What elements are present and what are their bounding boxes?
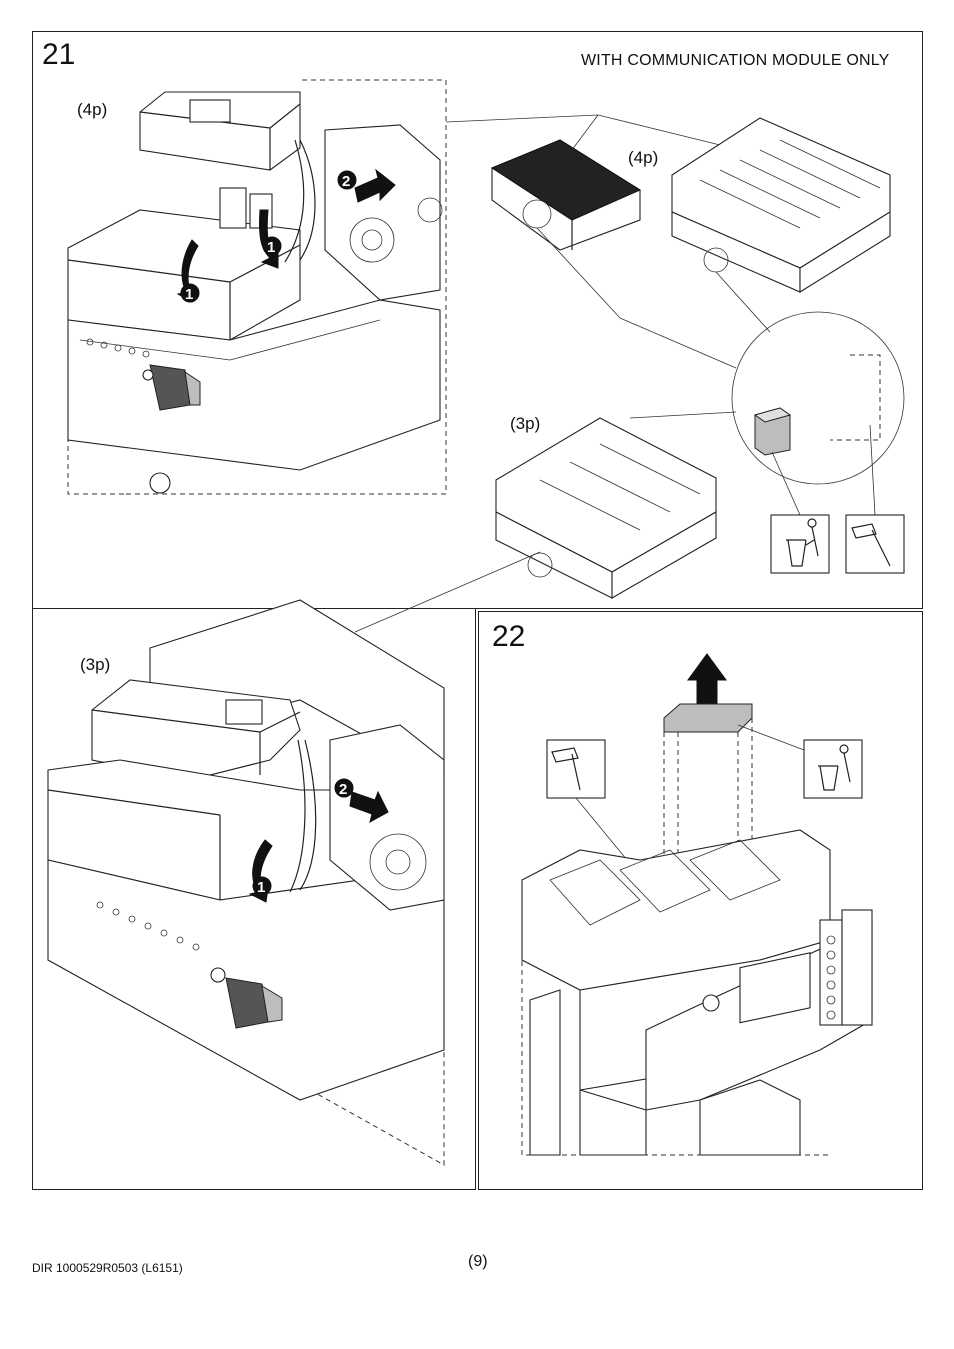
step-marker-1c: 1 [257, 879, 265, 896]
hammer-icon [845, 514, 905, 574]
step-21-lower-frame [32, 608, 476, 1190]
label-4p-right: (4p) [628, 148, 659, 167]
step-21-frame [32, 31, 923, 609]
trash-can-icon [770, 514, 830, 574]
step-marker-1a: 1 [267, 239, 275, 256]
document-reference: DIR 1000529R0503 (L6151) [32, 1261, 183, 1275]
step-marker-2b: 2 [339, 781, 347, 798]
cover-parts-drawing [354, 114, 905, 633]
label-3p-right: (3p) [510, 414, 541, 433]
step-marker-2a: 2 [342, 173, 350, 190]
step-21-number: 21 [42, 38, 76, 71]
trash-can-icon-step22 [803, 739, 863, 799]
step-21-caption: WITH COMMUNICATION MODULE ONLY [581, 52, 890, 69]
label-4p-top: (4p) [77, 100, 108, 119]
up-arrow-icon [687, 653, 727, 709]
step-22-frame [478, 611, 923, 1190]
hammer-icon-step22 [546, 739, 606, 799]
breaker-3p-drawing: 1 2 [47, 599, 445, 1166]
page-number: (9) [468, 1253, 488, 1270]
label-3p-bottom: (3p) [80, 655, 111, 674]
breaker-4p-drawing: 1 1 2 [67, 79, 447, 495]
step-22-drawing [521, 653, 873, 1156]
step-marker-1b: 1 [185, 286, 193, 303]
step-22-number: 22 [492, 620, 526, 653]
